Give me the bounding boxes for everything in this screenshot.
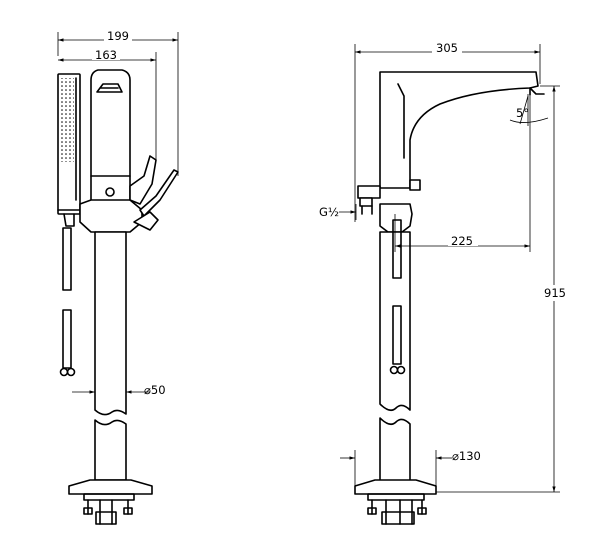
main-pipe-front	[94, 231, 127, 481]
dim-height: 915	[436, 85, 570, 493]
dim-connection: G½	[319, 204, 357, 220]
base-front	[68, 479, 153, 525]
dim-225-label: 225	[451, 234, 473, 248]
base-side	[354, 479, 437, 525]
shower-hose-side	[389, 219, 406, 375]
dim-base-diameter: ⌀130	[340, 449, 481, 486]
hand-shower	[57, 73, 89, 227]
joint-collar	[79, 199, 143, 233]
main-pipe-side	[379, 231, 411, 491]
side-view: 305 5° G½	[319, 40, 570, 525]
dim-lever-width-front: 163	[58, 47, 157, 160]
dim-g-half-label: G½	[319, 205, 339, 219]
dim-163-label: 163	[95, 48, 117, 62]
dim-305-label: 305	[436, 41, 458, 55]
dim-130-label: ⌀130	[452, 449, 481, 463]
dim-spout-angle: 5°	[509, 94, 549, 126]
hose-connector	[357, 179, 421, 215]
dim-spout-reach: 225	[394, 96, 531, 252]
dim-915-label: 915	[544, 286, 566, 300]
dim-overall-width-side: 305	[354, 40, 541, 222]
dim-overall-width-front: 199	[57, 29, 179, 176]
dim-50-label: ⌀50	[144, 383, 166, 397]
dim-5deg-label: 5°	[516, 106, 529, 120]
dim-199-label: 199	[107, 29, 129, 43]
mixer-body	[90, 69, 131, 213]
lever-handle	[129, 155, 179, 231]
dim-pipe-diameter: ⌀50	[72, 383, 166, 397]
shower-hose	[59, 227, 76, 377]
side-collar	[379, 203, 413, 233]
spout-body	[379, 71, 545, 189]
front-view: 199 163	[57, 29, 179, 525]
